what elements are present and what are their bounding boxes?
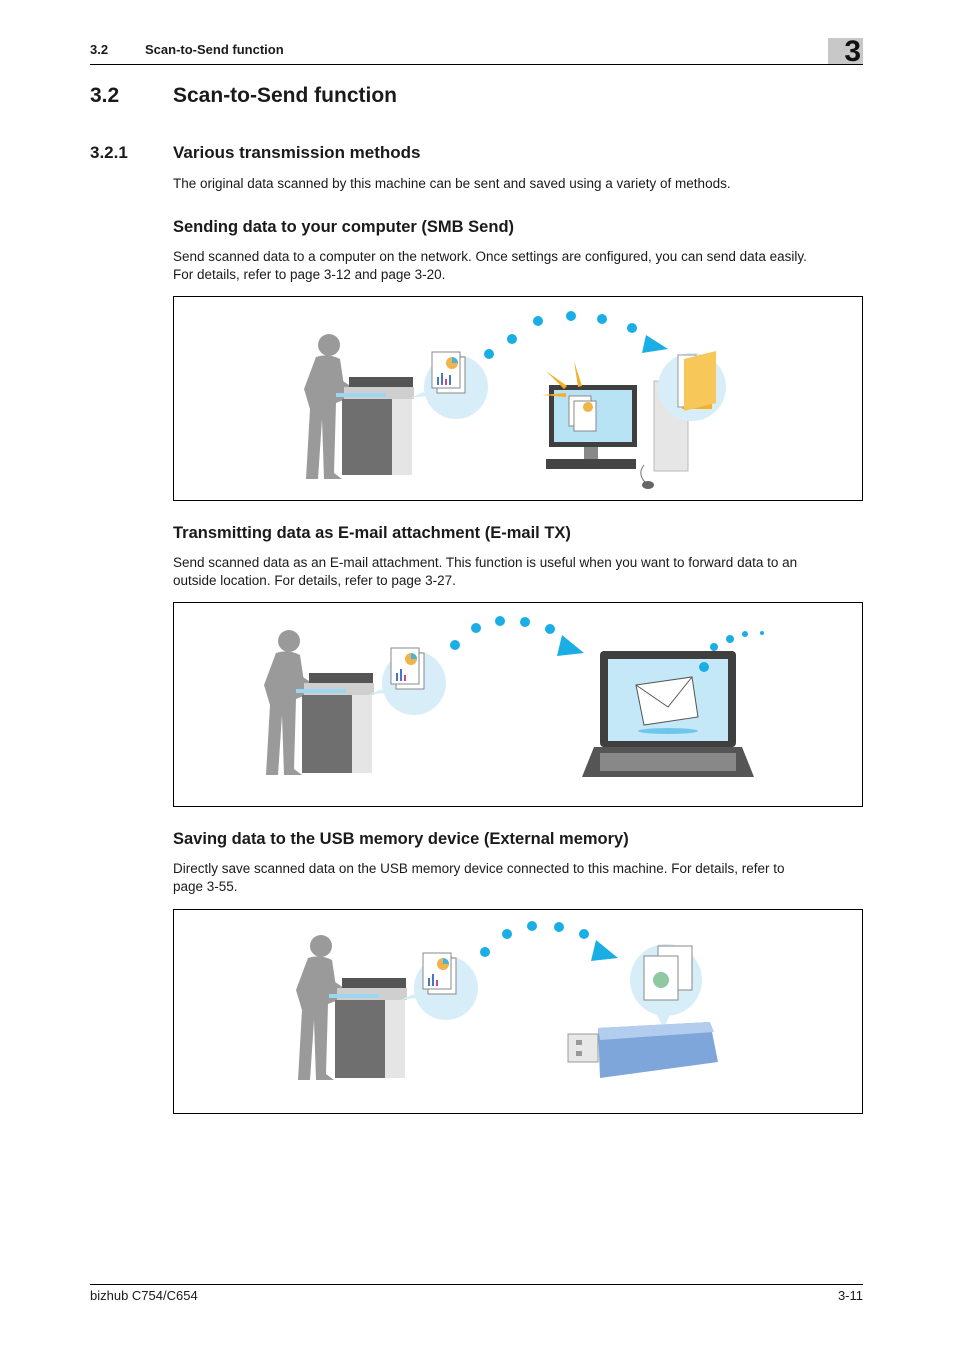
transfer-dots [450, 616, 584, 656]
usb-document-bubble [630, 944, 702, 1028]
header-section-title: Scan-to-Send function [145, 42, 284, 57]
header-rule [90, 64, 863, 65]
subsection-number: 3.2.1 [90, 143, 128, 162]
footer-rule [90, 1284, 863, 1285]
topic-usb-line2: page 3-55. [173, 879, 238, 894]
usb-drive [567, 1022, 718, 1078]
topic-email-line2: outside location. For details, refer to … [173, 573, 456, 588]
section-number: 3.2 [90, 84, 120, 107]
topic-usb-line1: Directly save scanned data on the USB me… [173, 861, 785, 876]
chapter-number: 3 [844, 35, 861, 68]
topic-smb-heading: Sending data to your computer (SMB Send) [173, 218, 515, 236]
chapter-tab: 3 [828, 35, 863, 68]
scanned-document-bubble [410, 351, 488, 419]
computer-monitor [546, 385, 637, 469]
footer-model: bizhub C754/C654 [90, 1288, 198, 1303]
figure-smb-send [173, 296, 863, 501]
laptop [582, 651, 754, 777]
transfer-dots [484, 311, 668, 359]
topic-usb-heading: Saving data to the USB memory device (Ex… [173, 830, 629, 848]
figure-email-tx [173, 602, 863, 807]
topic-smb-line2: For details, refer to page 3-12 and page… [173, 267, 446, 282]
figure-external-memory [173, 909, 863, 1114]
subsection-intro: The original data scanned by this machin… [173, 176, 731, 191]
mfp-device [296, 673, 374, 773]
email-illustration [264, 616, 764, 777]
notification-dots [699, 631, 764, 672]
scanned-document-bubble [368, 647, 446, 715]
alert-rays [542, 361, 582, 397]
scanned-document-bubble [400, 952, 478, 1020]
smb-illustration [304, 311, 726, 489]
usb-illustration [296, 921, 718, 1080]
mfp-device [336, 377, 414, 475]
topic-email-line1: Send scanned data as an E-mail attachmen… [173, 555, 798, 570]
footer-page-number: 3-11 [837, 1288, 863, 1303]
mfp-device [329, 978, 407, 1078]
header-section-number: 3.2 [90, 42, 109, 57]
topic-smb-line1: Send scanned data to a computer on the n… [173, 249, 807, 264]
folder-bubble [658, 351, 726, 421]
topic-email-heading: Transmitting data as E-mail attachment (… [173, 524, 571, 542]
transfer-dots [480, 921, 618, 961]
section-title: Scan-to-Send function [173, 84, 397, 107]
subsection-title: Various transmission methods [173, 143, 421, 162]
operator-silhouette [264, 630, 324, 775]
